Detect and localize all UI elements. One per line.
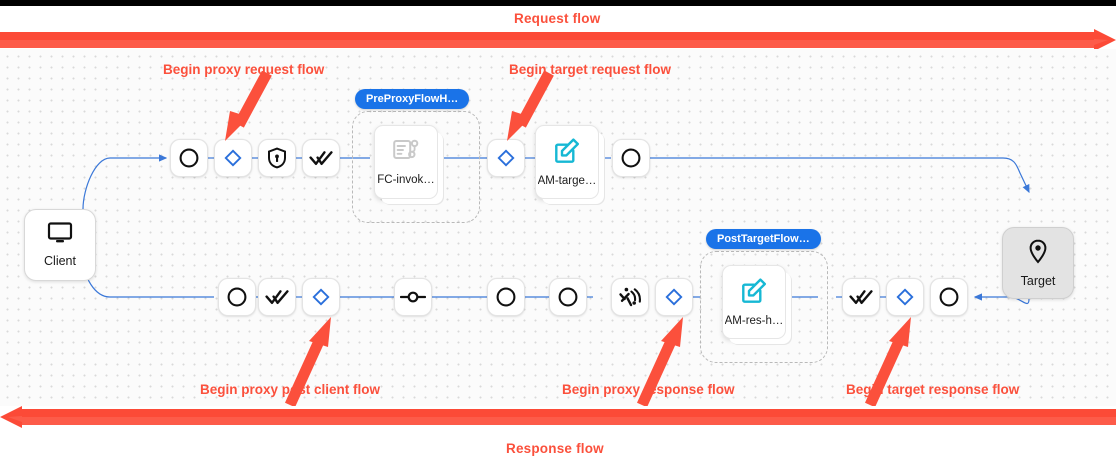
annotation-arrow-begin-proxy-response-flow bbox=[636, 317, 683, 406]
circle-outline-icon bbox=[557, 286, 579, 308]
annotation-label-begin-target-response-flow: Begin target response flow bbox=[846, 382, 1020, 397]
policy-am-response-header-label: AM-res-h… bbox=[724, 314, 784, 327]
target-label: Target bbox=[1020, 273, 1056, 288]
annotation-arrow-begin-proxy-request-flow bbox=[225, 71, 272, 141]
blue-diamond-icon bbox=[311, 287, 331, 307]
request-flow-label: Request flow bbox=[514, 11, 601, 26]
client-label: Client bbox=[44, 254, 76, 268]
request-step-circle-2[interactable] bbox=[612, 139, 650, 177]
double-check-icon bbox=[309, 149, 333, 167]
circle-outline-icon bbox=[938, 286, 960, 308]
request-step-shield[interactable] bbox=[258, 139, 296, 177]
response-step-diamond-2[interactable] bbox=[655, 278, 693, 316]
response-step-diamond-1[interactable] bbox=[302, 278, 340, 316]
blue-diamond-icon bbox=[223, 148, 243, 168]
edge-layer bbox=[79, 154, 1030, 305]
circle-outline-icon bbox=[226, 286, 248, 308]
flow-group-preproxyflowhook[interactable] bbox=[352, 111, 480, 223]
policy-am-target-label: AM-targe… bbox=[537, 174, 597, 187]
response-step-circle-4[interactable] bbox=[930, 278, 968, 316]
flow-callout-icon bbox=[392, 139, 420, 168]
annotation-arrow-begin-target-response-flow bbox=[864, 317, 911, 406]
annotation-arrow-begin-target-request-flow bbox=[507, 71, 554, 141]
client-endpoint[interactable]: Client bbox=[24, 209, 96, 281]
circle-outline-icon bbox=[495, 286, 517, 308]
assign-message-icon bbox=[741, 277, 767, 309]
blue-diamond-icon bbox=[895, 287, 915, 307]
policy-fc-invoke[interactable]: FC-invok… bbox=[374, 125, 438, 199]
response-step-circle-1[interactable] bbox=[218, 278, 256, 316]
annotation-label-begin-target-request-flow: Begin target request flow bbox=[509, 62, 672, 77]
request-step-double-check-1[interactable] bbox=[302, 139, 340, 177]
response-step-circle-3[interactable] bbox=[549, 278, 587, 316]
annotation-label-begin-proxy-request-flow: Begin proxy request flow bbox=[163, 62, 325, 77]
response-step-double-check-1[interactable] bbox=[258, 278, 296, 316]
annotation-label-begin-proxy-post-client-flow: Begin proxy post client flow bbox=[200, 382, 381, 397]
flow-group-posttargetflow[interactable] bbox=[700, 251, 828, 363]
request-step-circle-1[interactable] bbox=[170, 139, 208, 177]
response-step-circle-2[interactable] bbox=[487, 278, 525, 316]
assign-message-icon bbox=[554, 137, 580, 169]
target-endpoint[interactable]: Target bbox=[1002, 227, 1074, 299]
circle-outline-icon bbox=[178, 147, 200, 169]
request-step-diamond-2[interactable] bbox=[487, 139, 525, 177]
double-check-icon bbox=[265, 288, 289, 306]
blue-diamond-icon bbox=[496, 148, 516, 168]
top-black-strip bbox=[0, 0, 1116, 6]
fault-rule-icon bbox=[618, 286, 642, 308]
policy-am-target[interactable]: AM-targe… bbox=[535, 125, 599, 199]
annotation-label-begin-proxy-response-flow: Begin proxy response flow bbox=[562, 382, 735, 397]
flow-canvas[interactable]: Client Target bbox=[0, 49, 1116, 406]
request-step-diamond-1[interactable] bbox=[214, 139, 252, 177]
response-step-flow-hook[interactable] bbox=[394, 278, 432, 316]
policy-am-response-header[interactable]: AM-res-h… bbox=[722, 265, 786, 339]
response-flow-label: Response flow bbox=[506, 441, 604, 456]
circle-outline-icon bbox=[620, 147, 642, 169]
response-step-fault-rule[interactable] bbox=[611, 278, 649, 316]
policy-fc-invoke-label: FC-invok… bbox=[377, 173, 435, 186]
blue-diamond-icon bbox=[664, 287, 684, 307]
response-flow-arrow bbox=[0, 406, 1116, 428]
response-step-diamond-3[interactable] bbox=[886, 278, 924, 316]
shield-lock-icon bbox=[267, 147, 287, 169]
location-pin-icon bbox=[1028, 239, 1048, 269]
flow-group-badge-posttargetflow[interactable]: PostTargetFlow… bbox=[706, 229, 821, 249]
flow-hook-icon bbox=[400, 290, 426, 304]
monitor-icon bbox=[47, 222, 73, 249]
flow-group-badge-preproxyflowhook[interactable]: PreProxyFlowH… bbox=[355, 89, 470, 109]
double-check-icon bbox=[849, 288, 873, 306]
request-flow-arrow bbox=[0, 29, 1116, 51]
response-step-double-check-2[interactable] bbox=[842, 278, 880, 316]
annotation-arrow-begin-proxy-post-client-flow bbox=[284, 317, 331, 406]
